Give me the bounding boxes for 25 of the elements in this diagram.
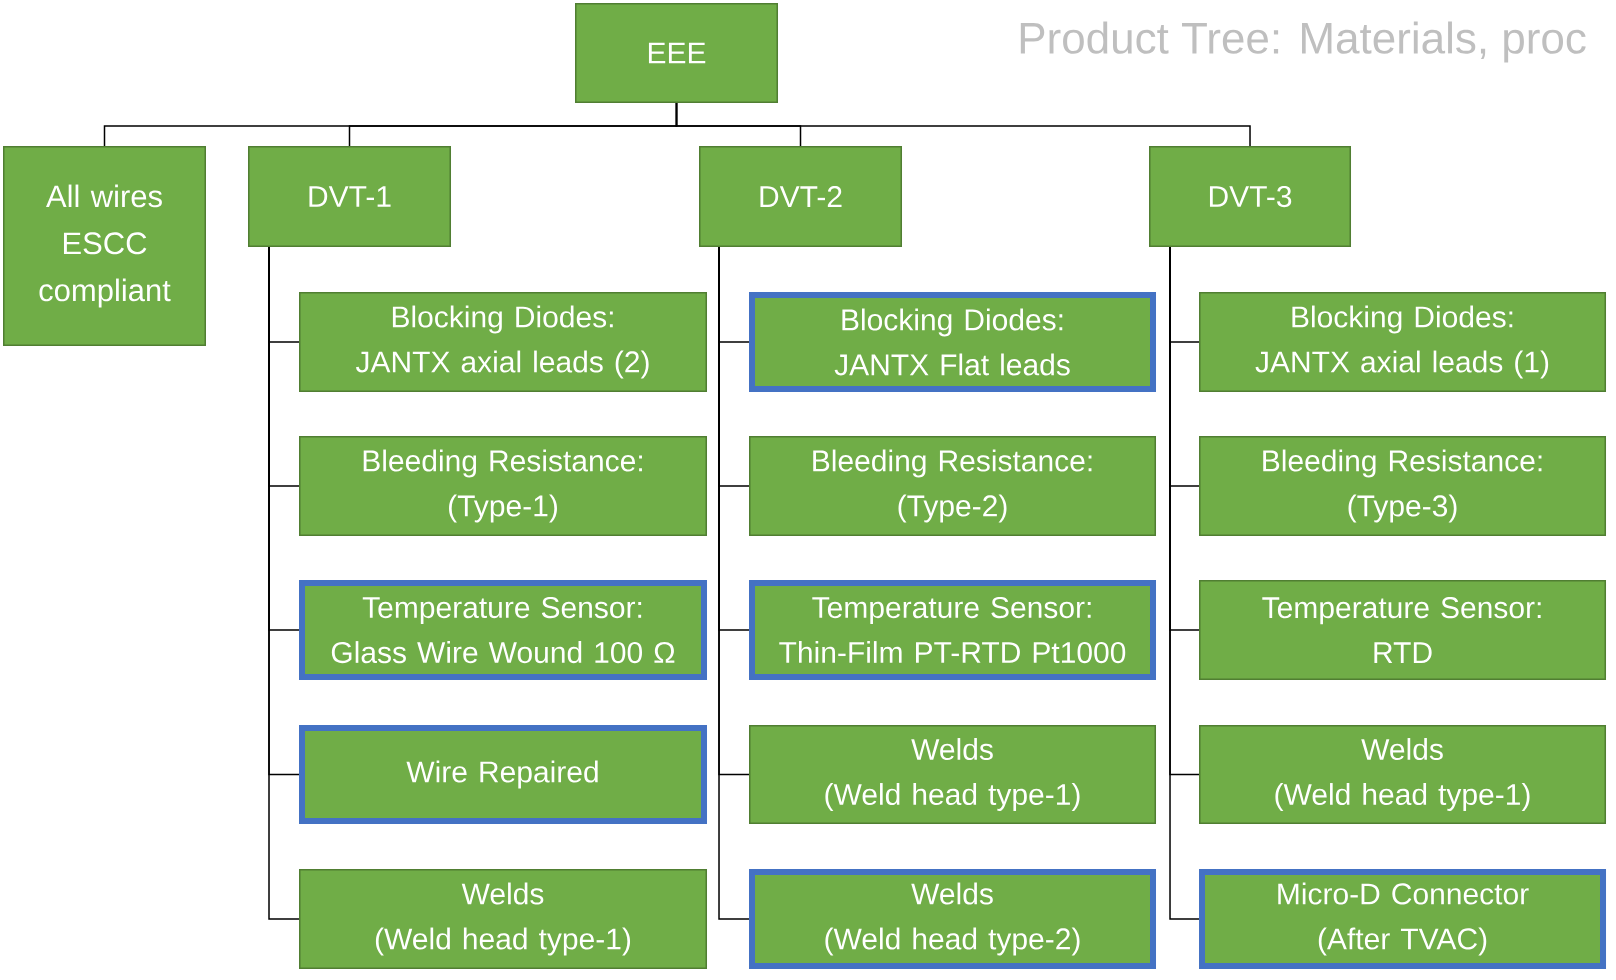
category-box: DVT-3 [1149,146,1351,247]
item-box: Welds (Weld head type-1) [1199,725,1606,824]
item-box: Temperature Sensor: RTD [1199,580,1606,680]
item-box: Welds (Weld head type-2) [749,869,1156,969]
category-box: DVT-2 [699,146,902,247]
slide-title: Product Tree: Materials, proc [1020,21,1586,63]
item-box: Blocking Diodes: JANTX Flat leads [749,292,1156,392]
item-box: Welds (Weld head type-1) [299,869,707,969]
item-box: Bleeding Resistance: (Type-1) [299,436,707,536]
item-box: Micro-D Connector (After TVAC) [1199,869,1606,969]
item-box: Temperature Sensor: Thin-Film PT-RTD Pt1000 [749,580,1156,680]
category-box: All wires ESCC compliant [3,146,206,346]
item-box: Blocking Diodes: JANTX axial leads (1) [1199,292,1606,392]
root-box: EEE [575,3,778,103]
item-box: Blocking Diodes: JANTX axial leads (2) [299,292,707,392]
item-box: Bleeding Resistance: (Type-3) [1199,436,1606,536]
category-box: DVT-1 [248,146,451,247]
item-box: Welds (Weld head type-1) [749,725,1156,824]
item-box: Temperature Sensor: Glass Wire Wound 100 Ω [299,580,707,680]
item-box: Bleeding Resistance: (Type-2) [749,436,1156,536]
connector-line [675,102,1251,147]
connector-line [718,246,750,920]
connector-line [1169,246,1200,920]
item-box: Wire Repaired [299,725,707,824]
connector-line [268,246,300,920]
